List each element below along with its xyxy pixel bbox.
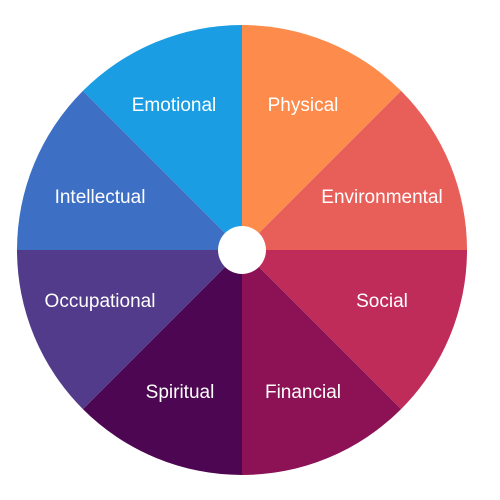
segment-label-physical: Physical bbox=[268, 95, 339, 116]
wheel-segment-intellectual bbox=[17, 90, 242, 251]
segment-label-occupational: Occupational bbox=[45, 291, 156, 312]
wheel-segment-social bbox=[242, 250, 467, 410]
wheel-center-hub bbox=[218, 226, 266, 274]
wheel-segments bbox=[17, 25, 467, 476]
wheel-segment-financial bbox=[242, 250, 402, 475]
segment-label-social: Social bbox=[356, 291, 408, 312]
wheel-segment-physical bbox=[242, 25, 402, 250]
wheel-segment-occupational bbox=[17, 250, 242, 410]
wheel-labels: Emotional Physical Environmental Social … bbox=[45, 95, 443, 403]
segment-label-environmental: Environmental bbox=[321, 187, 442, 208]
wheel-segment-spiritual bbox=[82, 250, 243, 476]
segment-label-financial: Financial bbox=[265, 382, 341, 403]
segment-label-intellectual: Intellectual bbox=[55, 187, 146, 208]
wheel-segment-emotional bbox=[82, 25, 243, 250]
wheel-segment-environmental bbox=[242, 90, 467, 251]
segment-label-emotional: Emotional bbox=[132, 95, 217, 116]
segment-label-spiritual: Spiritual bbox=[146, 382, 215, 403]
